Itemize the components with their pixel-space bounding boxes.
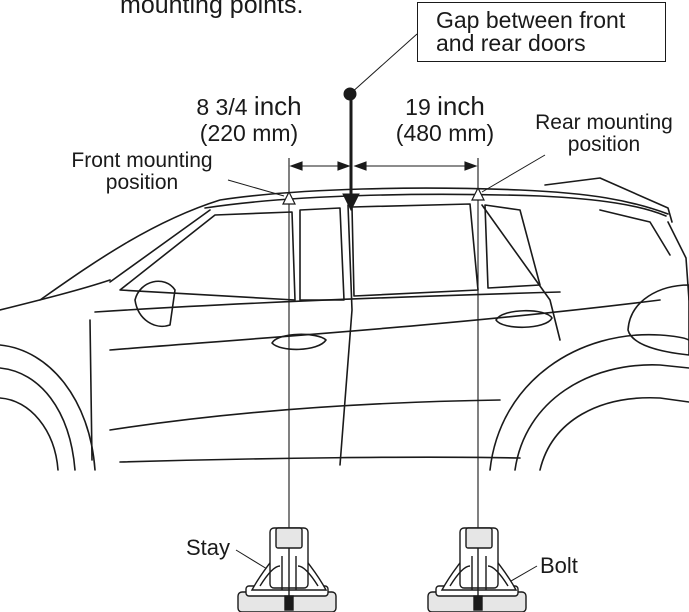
rear-dimension-arrow-left	[353, 161, 367, 171]
hood-line	[0, 279, 111, 311]
door-gap-arrowhead	[342, 193, 360, 212]
front-distance-label: 8 3/4 inch (220 mm)	[174, 92, 324, 146]
rear-hatch-outline	[667, 221, 689, 301]
tail-light	[627, 284, 689, 356]
rocker-line	[119, 456, 521, 463]
rear-wheel-arch	[489, 333, 689, 471]
front-mount-triangle	[282, 190, 296, 205]
bolt-label: Bolt	[540, 553, 578, 578]
rear-mount-triangle	[471, 186, 485, 201]
front-door-edge	[89, 319, 93, 461]
intro-text: mounting points.	[120, 0, 304, 19]
front-wheel-arch-inner	[0, 367, 76, 471]
roof-rail	[204, 193, 667, 217]
gap-box-leader	[349, 33, 418, 95]
rear-position-line1: Rear mounting	[535, 111, 673, 134]
car-roof-outline	[39, 187, 669, 301]
rear-glass	[599, 209, 671, 256]
front-distance-metric: (220 mm)	[199, 119, 299, 146]
front-door-window	[299, 207, 345, 301]
front-position-leader	[227, 179, 285, 197]
rear-position-leader	[481, 154, 546, 193]
rear-distance-value: 19	[405, 94, 431, 120]
body-line-upper	[109, 299, 661, 351]
front-wheel-arch	[0, 344, 96, 471]
front-window	[119, 211, 296, 301]
front-distance-unit: inch	[253, 91, 302, 121]
door-gap-label-line1: Gap between front	[436, 7, 626, 33]
rear-dimension-arrow-right	[464, 161, 478, 171]
rear-door-handle	[495, 309, 553, 329]
rear-wheel	[539, 397, 689, 471]
body-line-lower	[109, 399, 501, 431]
belt-line	[94, 291, 561, 313]
front-position-line1: Front mounting	[71, 149, 213, 172]
rear-door-window	[351, 203, 479, 297]
front-wheel	[0, 397, 59, 471]
rear-distance-unit: inch	[437, 91, 485, 121]
rear-mounting-position-label: Rear mounting position	[520, 111, 688, 157]
door-gap-callout-box: Gap between front and rear doors	[417, 2, 666, 62]
rear-distance-metric: (480 mm)	[395, 119, 495, 146]
stay-label: Stay	[186, 535, 231, 560]
front-mounting-position-label: Front mounting position	[52, 149, 232, 195]
front-dimension-arrow-left	[289, 161, 303, 171]
side-mirror	[134, 280, 176, 327]
front-foot-assembly	[237, 527, 337, 612]
front-distance-value: 8 3/4	[196, 94, 248, 120]
rear-spoiler	[544, 177, 673, 223]
rear-foot-assembly	[427, 527, 527, 612]
rear-distance-label: 19 inch (480 mm)	[380, 92, 510, 146]
door-gap-label-line2: and rear doors	[436, 30, 586, 56]
front-position-line2: position	[105, 171, 179, 195]
b-pillar	[339, 204, 353, 466]
front-pillar	[109, 209, 211, 283]
front-dimension-arrow-right	[337, 161, 351, 171]
c-pillar	[481, 204, 561, 341]
rear-position-line2: position	[567, 133, 641, 157]
rear-wheel-arch-inner	[514, 364, 689, 471]
front-door-handle	[271, 333, 327, 351]
